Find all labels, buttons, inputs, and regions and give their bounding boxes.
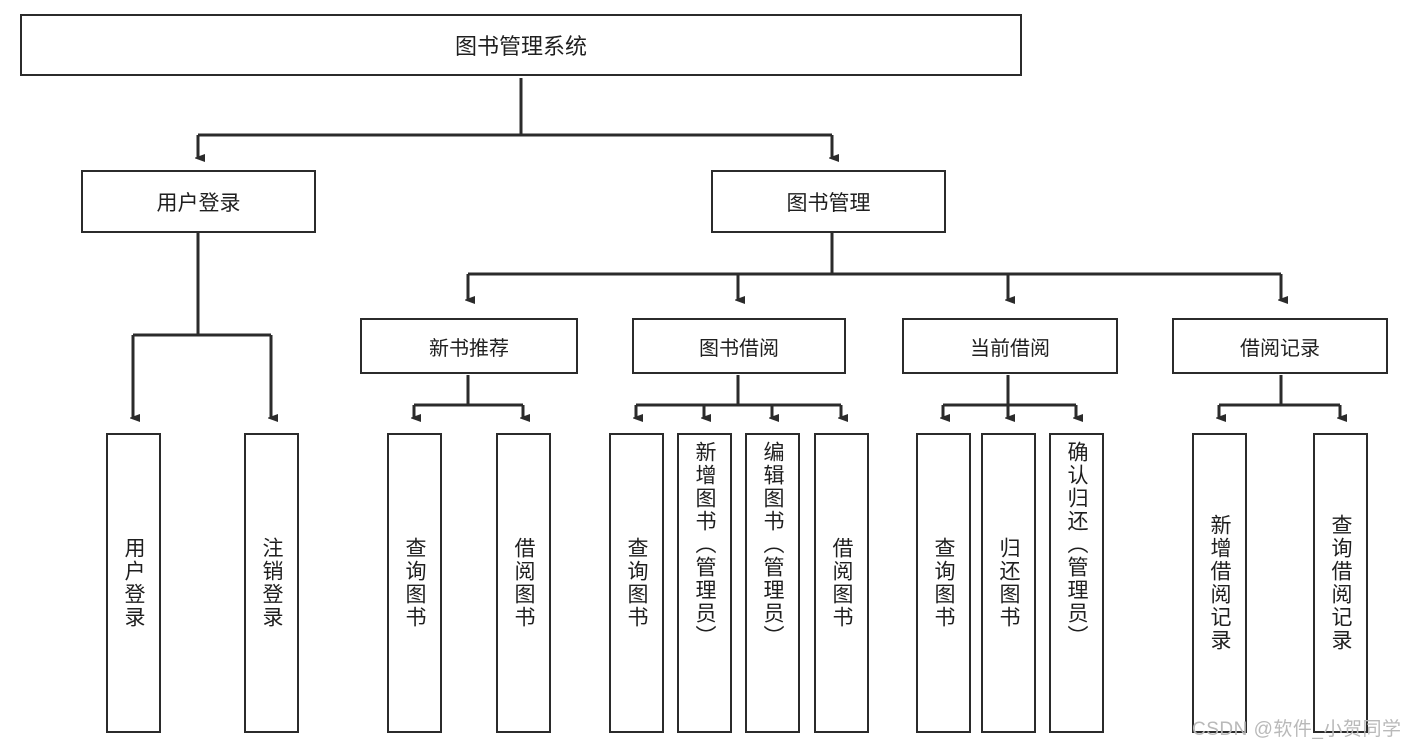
node-leaf-user-login[interactable]: 用户登录: [106, 433, 161, 733]
node-leaf-confirm-return-label: 确认归还（管理员）: [1065, 441, 1088, 648]
node-leaf-query-book-3[interactable]: 查询图书: [916, 433, 971, 733]
node-leaf-logout[interactable]: 注销登录: [244, 433, 299, 733]
node-user-login[interactable]: 用户登录: [81, 170, 316, 233]
node-leaf-add-record[interactable]: 新增借阅记录: [1192, 433, 1247, 733]
node-leaf-add-book-label: 新增图书（管理员）: [693, 441, 716, 648]
node-leaf-borrow-book-1-label: 借阅图书: [512, 537, 535, 629]
node-new-book-rec-label: 新书推荐: [429, 337, 509, 360]
node-book-borrow[interactable]: 图书借阅: [632, 318, 846, 374]
node-leaf-edit-book[interactable]: 编辑图书（管理员）: [745, 433, 800, 733]
node-user-login-label: 用户登录: [156, 191, 241, 215]
node-leaf-borrow-book-2-label: 借阅图书: [830, 537, 853, 629]
node-new-book-rec[interactable]: 新书推荐: [360, 318, 578, 374]
node-current-borrow[interactable]: 当前借阅: [902, 318, 1118, 374]
node-leaf-query-book-1[interactable]: 查询图书: [387, 433, 442, 733]
watermark-text: CSDN @软件_小贺同学: [1192, 719, 1402, 740]
node-leaf-return-book[interactable]: 归还图书: [981, 433, 1036, 733]
node-leaf-confirm-return[interactable]: 确认归还（管理员）: [1049, 433, 1104, 733]
node-leaf-add-book[interactable]: 新增图书（管理员）: [677, 433, 732, 733]
node-borrow-record[interactable]: 借阅记录: [1172, 318, 1388, 374]
node-leaf-borrow-book-2[interactable]: 借阅图书: [814, 433, 869, 733]
node-leaf-query-book-2[interactable]: 查询图书: [609, 433, 664, 733]
node-root[interactable]: 图书管理系统: [20, 14, 1022, 76]
node-leaf-query-record-label: 查询借阅记录: [1329, 514, 1352, 652]
node-current-borrow-label: 当前借阅: [970, 337, 1050, 360]
node-root-label: 图书管理系统: [454, 34, 587, 59]
node-book-manage[interactable]: 图书管理: [711, 170, 946, 233]
node-book-borrow-label: 图书借阅: [699, 337, 779, 360]
node-book-manage-label: 图书管理: [786, 191, 871, 215]
node-leaf-query-record[interactable]: 查询借阅记录: [1313, 433, 1368, 733]
node-leaf-user-login-label: 用户登录: [122, 537, 145, 629]
node-leaf-add-record-label: 新增借阅记录: [1208, 514, 1231, 652]
node-leaf-edit-book-label: 编辑图书（管理员）: [761, 441, 784, 648]
node-borrow-record-label: 借阅记录: [1240, 337, 1320, 360]
node-leaf-logout-label: 注销登录: [260, 537, 283, 629]
node-leaf-query-book-1-label: 查询图书: [403, 537, 426, 629]
node-leaf-return-book-label: 归还图书: [997, 537, 1020, 629]
node-leaf-query-book-2-label: 查询图书: [625, 537, 648, 629]
node-leaf-borrow-book-1[interactable]: 借阅图书: [496, 433, 551, 733]
node-leaf-query-book-3-label: 查询图书: [932, 537, 955, 629]
